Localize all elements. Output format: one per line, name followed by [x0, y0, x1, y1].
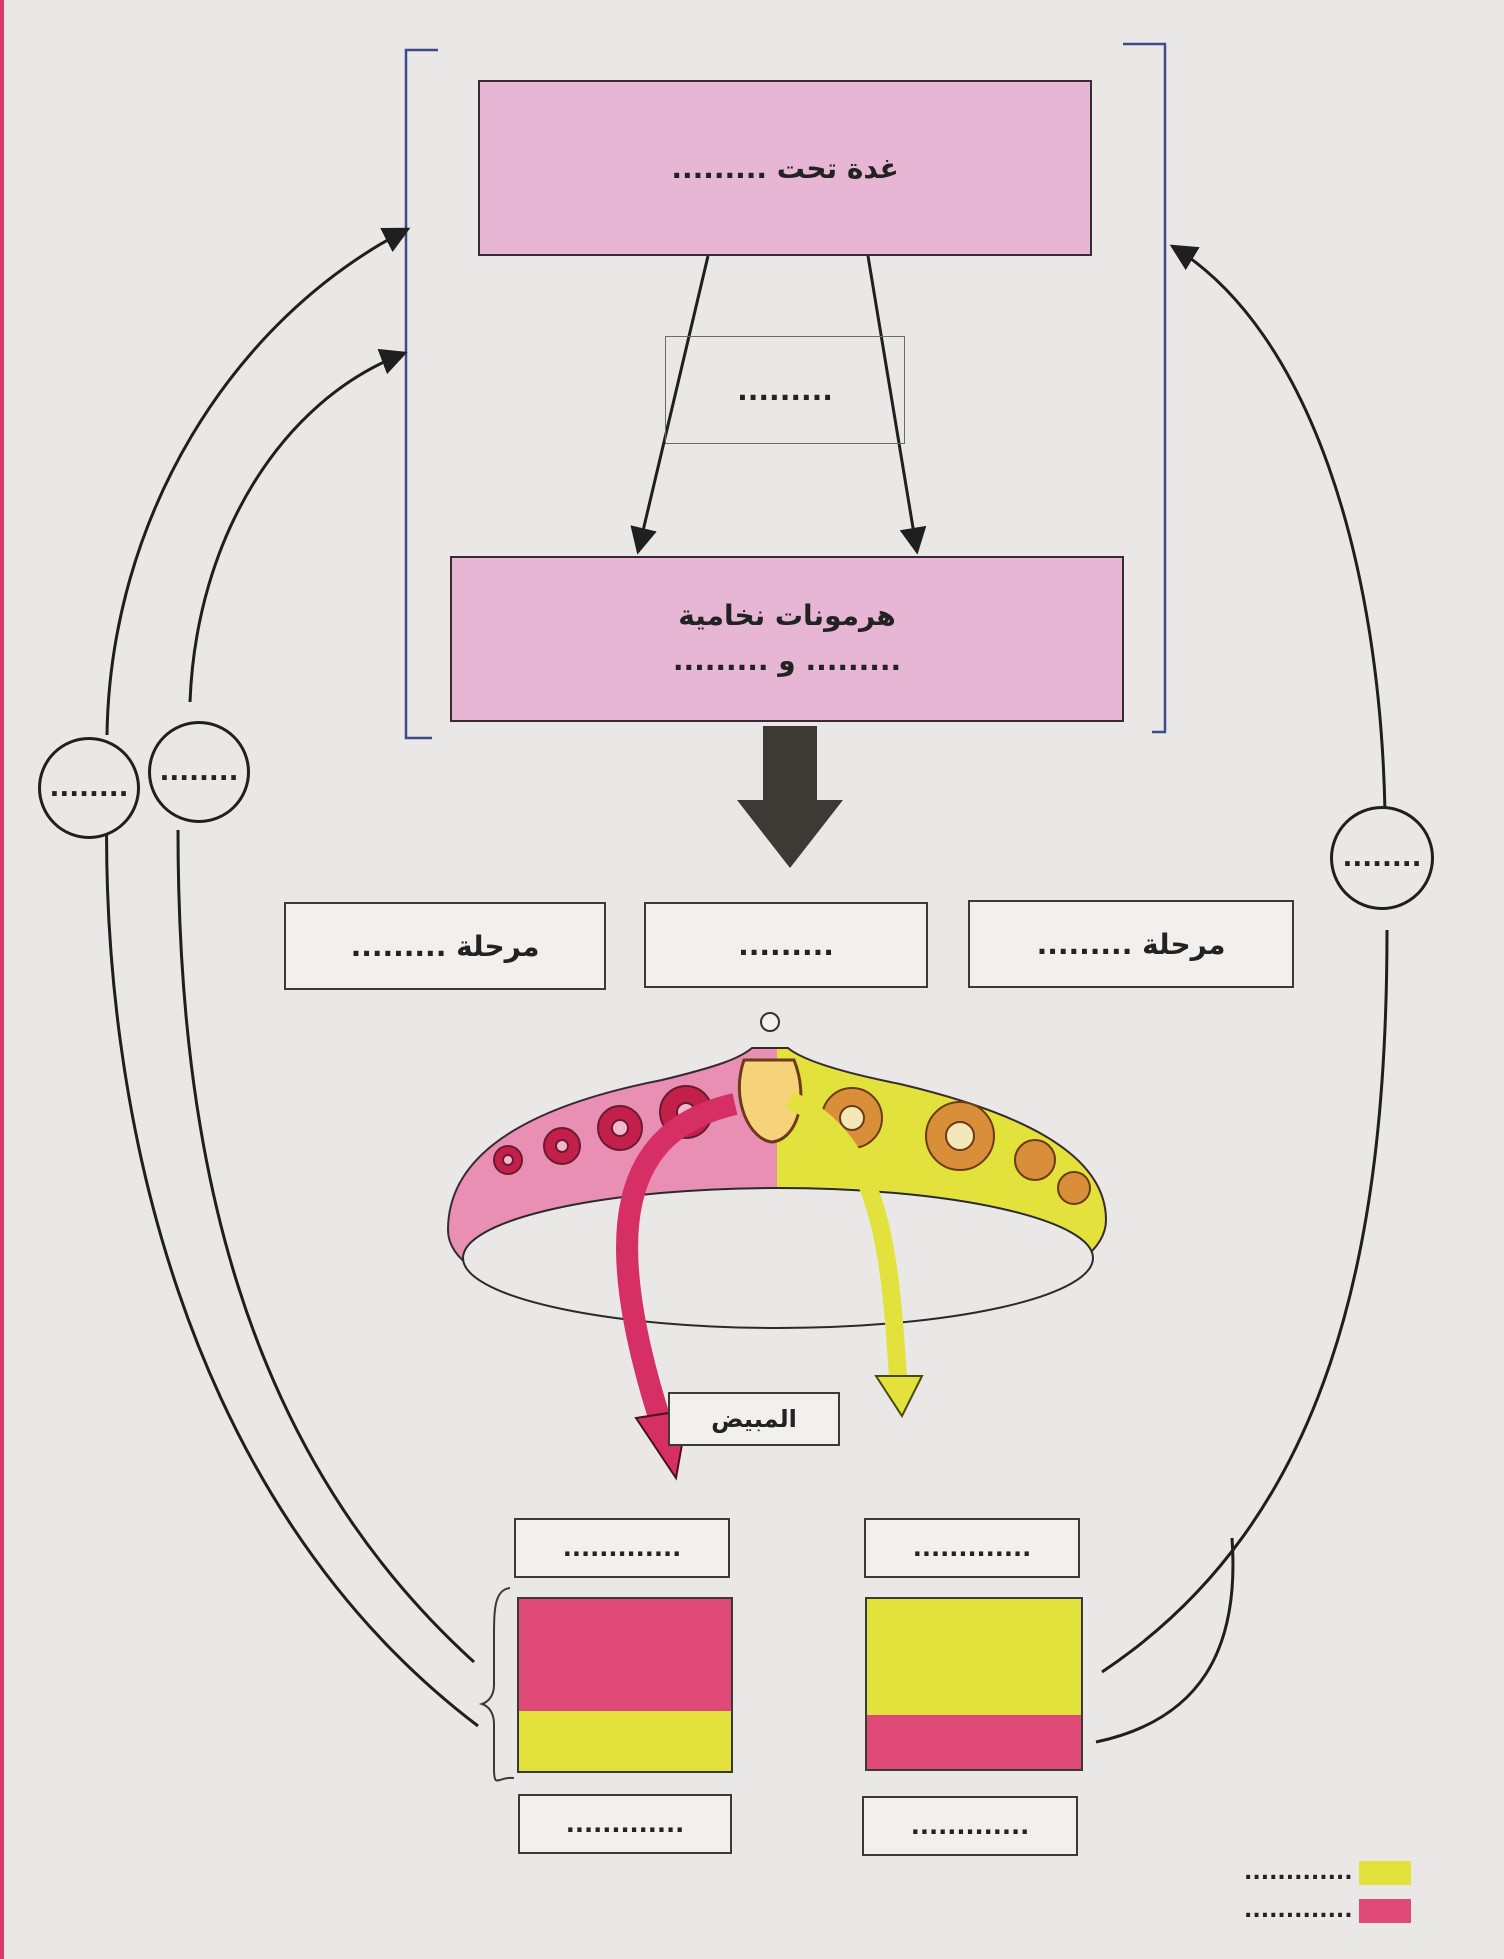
hormone-level-left	[518, 1598, 732, 1772]
right-bracket	[1123, 44, 1165, 732]
feedback-circle-outer-left: ........	[38, 737, 140, 839]
releasing-hormone-label: .........	[737, 374, 833, 407]
hormone-right-top-text: .............	[913, 1534, 1032, 1562]
phase-right-label: مرحلة .........	[1037, 928, 1226, 961]
hormone-right-bottom-text: .............	[911, 1812, 1030, 1840]
legend-pink-swatch	[1359, 1899, 1411, 1923]
ovary-label: المبيض	[711, 1405, 797, 1433]
brace	[482, 1588, 514, 1781]
hypothalamus-label: غدة تحت .........	[671, 152, 898, 185]
hormone-label-right-top: .............	[864, 1518, 1080, 1578]
pituitary-line1: هرمونات نخامية	[678, 594, 896, 639]
phase-box-middle: .........	[644, 902, 928, 988]
ovary-inner-ellipse	[463, 1188, 1093, 1328]
hormone-label-right-bottom: .............	[862, 1796, 1078, 1856]
phase-left-label: مرحلة .........	[351, 930, 540, 963]
level-right-pink	[866, 1715, 1082, 1770]
left-bracket	[406, 50, 438, 738]
ovary-label-box: المبيض	[668, 1392, 840, 1446]
hormone-label-left-bottom: .............	[518, 1794, 732, 1854]
phase-box-left: مرحلة .........	[284, 902, 606, 990]
releasing-hormone-box: .........	[665, 336, 905, 444]
phase-box-right: مرحلة .........	[968, 900, 1294, 988]
level-left-yellow	[518, 1711, 732, 1772]
ovum-icon	[761, 1013, 779, 1031]
hypothalamus-box: غدة تحت .........	[478, 80, 1092, 256]
pituitary-hormones-box: هرمونات نخامية ......... و .........	[450, 556, 1124, 722]
feedback-outer-left-label: ........	[49, 773, 128, 803]
legend-yellow-swatch	[1359, 1861, 1411, 1885]
hormone-level-right	[866, 1598, 1082, 1770]
feedback-circle-right: ........	[1330, 806, 1434, 910]
legend-pink: .............	[1244, 1898, 1411, 1923]
legend-pink-label: .............	[1244, 1898, 1353, 1923]
level-left-pink	[518, 1598, 732, 1711]
feedback-right-hook	[1096, 1538, 1233, 1742]
yellow-hormone-arrowhead	[876, 1376, 922, 1416]
phase-middle-label: .........	[738, 929, 834, 962]
hormone-label-left-top: .............	[514, 1518, 730, 1578]
hormone-left-bottom-text: .............	[566, 1810, 685, 1838]
legend-yellow: .............	[1244, 1860, 1411, 1885]
pituitary-line2: ......... و .........	[673, 639, 901, 684]
level-right-yellow	[866, 1598, 1082, 1715]
hormone-left-top-text: .............	[563, 1534, 682, 1562]
legend-yellow-label: .............	[1244, 1860, 1353, 1885]
feedback-inner-left-label: ........	[159, 757, 238, 787]
feedback-circle-inner-left: ........	[148, 721, 250, 823]
pituitary-down-arrow	[737, 726, 843, 868]
feedback-right-label: ........	[1342, 843, 1421, 873]
feedback-inner-left	[178, 353, 474, 1662]
